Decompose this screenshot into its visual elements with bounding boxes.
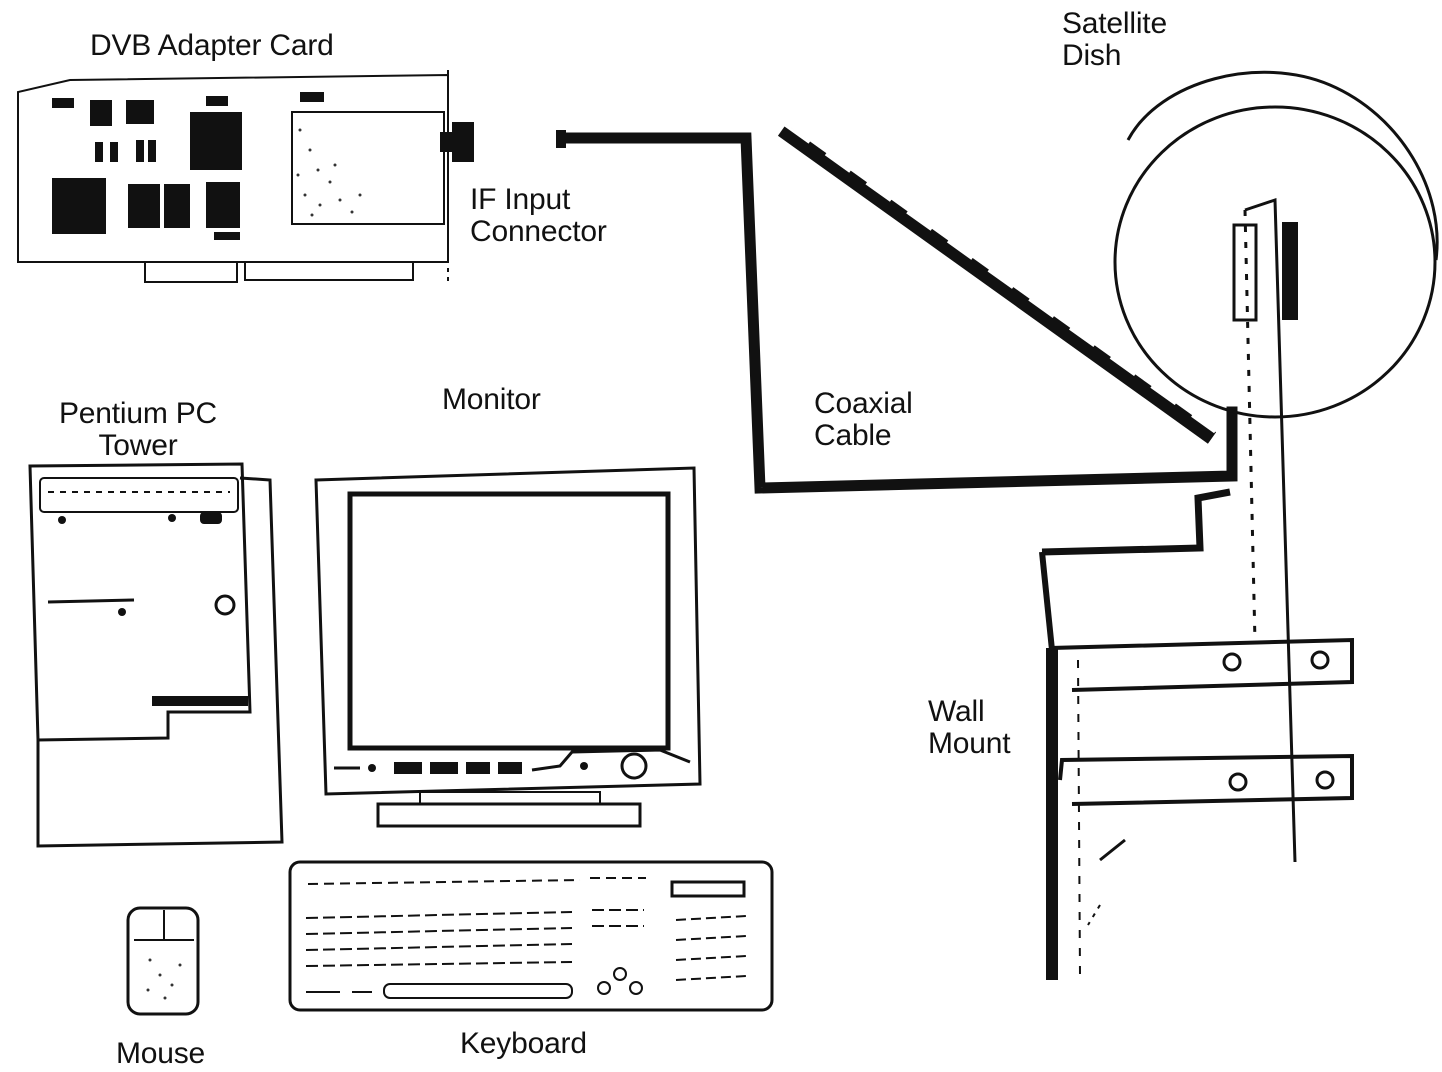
keyboard-label: Keyboard [460,1028,587,1060]
wall-mount-label-line1: Wall [928,696,1010,728]
pentium-pc-tower-label-line1: Pentium PC [40,398,236,430]
pentium-pc-tower-label: Pentium PC Tower [40,398,236,462]
mouse-label: Mouse [116,1038,205,1070]
mouse-drawing [128,908,198,1014]
satellite-dish-drawing [782,72,1437,862]
monitor-drawing [316,468,700,826]
satellite-dish-label: Satellite Dish [1062,8,1167,72]
dvb-adapter-card-label: DVB Adapter Card [90,30,334,62]
pentium-pc-tower-label-line2: Tower [40,430,236,462]
wall-mount-label-line2: Mount [928,728,1010,760]
dvb-adapter-card-drawing [18,70,474,285]
coaxial-cable-label: Coaxial Cable [814,388,913,452]
if-input-connector-label-line2: Connector [470,216,607,248]
wall-mount-label: Wall Mount [928,696,1010,760]
satellite-dish-label-line2: Dish [1062,40,1167,72]
satellite-dish-label-line1: Satellite [1062,8,1167,40]
keyboard-drawing [290,862,772,1010]
if-input-connector-label: IF Input Connector [470,184,607,248]
pc-tower-drawing [30,464,282,846]
coaxial-cable-label-line1: Coaxial [814,388,913,420]
coaxial-cable-label-line2: Cable [814,420,913,452]
wall-mount-drawing [1042,492,1352,980]
monitor-label: Monitor [442,384,541,416]
if-input-connector-label-line1: IF Input [470,184,607,216]
